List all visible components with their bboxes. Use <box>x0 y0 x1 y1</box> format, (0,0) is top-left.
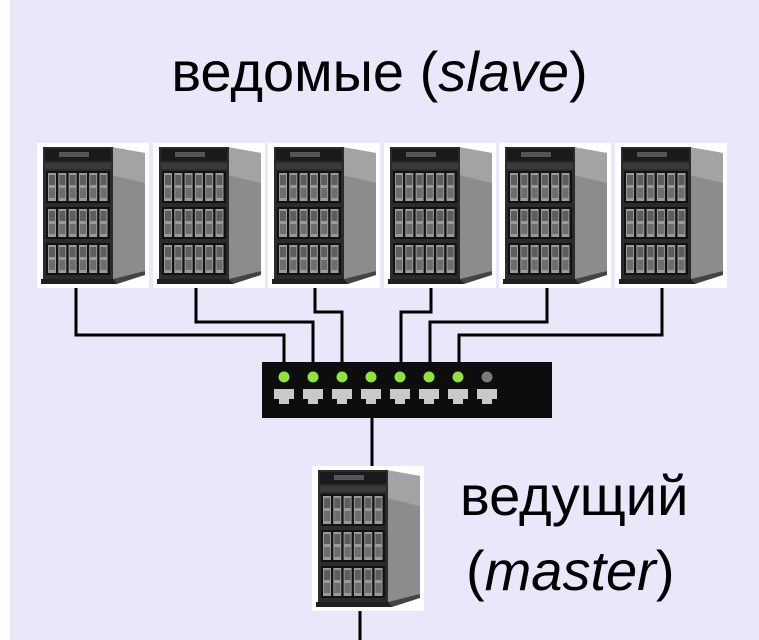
master-label-close-paren: ) <box>655 539 675 602</box>
ethernet-port-icon <box>448 389 468 404</box>
port-led-icon <box>336 371 348 383</box>
network-cable <box>74 283 286 366</box>
switch-port <box>419 371 439 404</box>
ethernet-port-icon <box>390 389 410 404</box>
server-icon <box>615 143 727 288</box>
slave-server <box>499 143 611 293</box>
slave-label-open-paren: ( <box>404 40 439 103</box>
network-cable <box>399 283 433 366</box>
switch-port <box>448 371 468 404</box>
switch-port <box>274 371 294 404</box>
master-label-term: (master) <box>466 543 674 599</box>
slave-server <box>153 143 265 293</box>
slave-server <box>615 143 727 293</box>
switch-port <box>361 371 381 404</box>
switch-port <box>477 371 497 404</box>
server-icon <box>268 143 380 288</box>
slave-label: ведомые (slave) <box>0 44 759 100</box>
port-led-icon <box>423 371 435 383</box>
ethernet-port-icon <box>332 389 352 404</box>
slave-label-word: ведомые <box>171 40 405 103</box>
port-led-icon <box>307 371 319 383</box>
port-led-icon <box>365 371 377 383</box>
network-cable <box>313 283 344 366</box>
server-icon <box>499 143 611 288</box>
ethernet-port-icon <box>477 389 497 404</box>
port-led-icon <box>394 371 406 383</box>
slave-label-close-paren: ) <box>569 40 588 103</box>
slave-label-term: slave <box>438 40 570 103</box>
master-label-word: ведущий <box>460 464 689 527</box>
slave-server <box>268 143 380 293</box>
switch-port <box>332 371 352 404</box>
server-icon <box>37 143 149 288</box>
port-led-icon <box>452 371 464 383</box>
switch-port <box>303 371 323 404</box>
server-icon <box>312 466 424 611</box>
slave-server <box>384 143 496 293</box>
network-switch <box>262 362 552 418</box>
network-cable <box>457 283 664 366</box>
ethernet-port-icon <box>419 389 439 404</box>
network-cable <box>428 283 549 366</box>
slave-server <box>37 143 149 293</box>
ethernet-port-icon <box>303 389 323 404</box>
switch-port <box>390 371 410 404</box>
master-label-term-text: master <box>484 539 656 602</box>
network-cable <box>194 283 315 366</box>
port-led-icon <box>481 371 493 383</box>
master-server <box>312 466 424 616</box>
server-icon <box>384 143 496 288</box>
server-icon <box>153 143 265 288</box>
port-led-icon <box>278 371 290 383</box>
master-label-open-paren: ( <box>466 539 485 602</box>
ethernet-port-icon <box>274 389 294 404</box>
ethernet-port-icon <box>361 389 381 404</box>
